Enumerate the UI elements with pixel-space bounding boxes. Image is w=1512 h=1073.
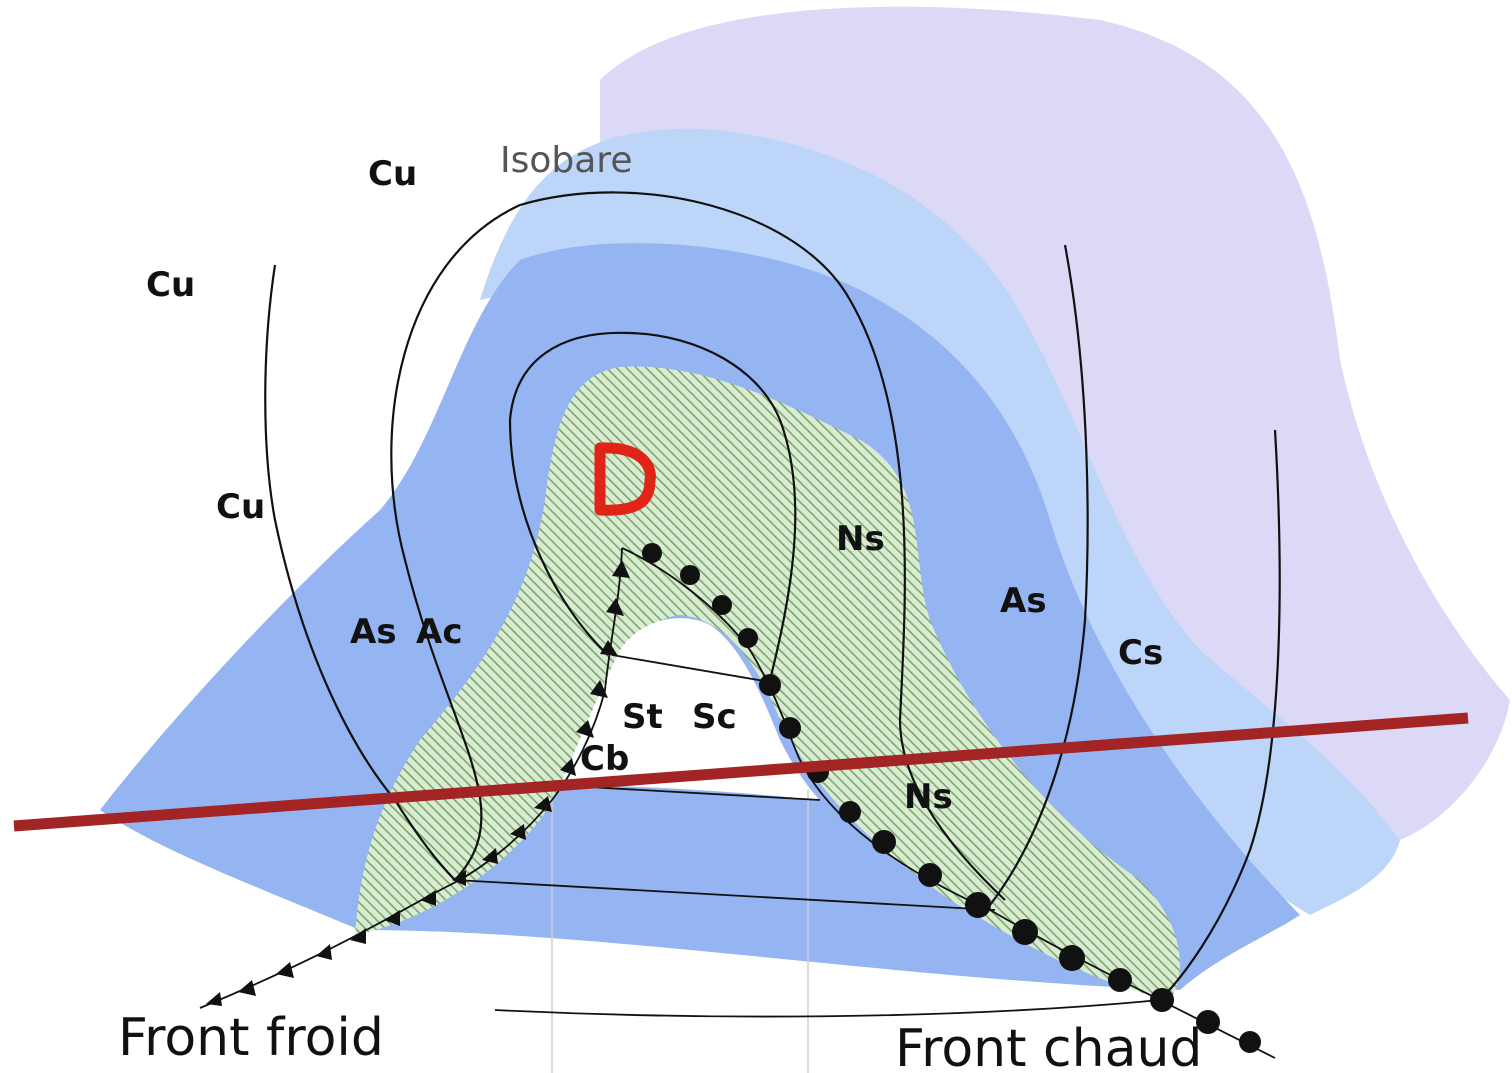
cold-front-triangles: [206, 560, 630, 1006]
altostratus-label-right: As: [1000, 581, 1047, 621]
cumulonimbus-label: Cb: [580, 739, 629, 779]
low-pressure-symbol: [594, 442, 656, 516]
stratus-label: St: [622, 697, 663, 737]
isobar-outer-left: [264, 264, 456, 881]
cirrostratus-light-zone: [480, 128, 1400, 915]
warm-sector: [560, 618, 820, 800]
cumulus-label-left: Cu: [146, 265, 195, 305]
nimbostratus-label-upper: Ns: [836, 519, 885, 559]
cumulus-label-top: Cu: [368, 154, 417, 194]
altocumulus-label: Ac: [416, 612, 462, 652]
warm-sector-line-top: [611, 654, 771, 683]
isobar-right-1: [989, 244, 1089, 906]
isobar-loop-large: [390, 191, 1006, 901]
cold-front-line: [199, 547, 623, 1009]
cumulus-label-mid: Cu: [216, 487, 265, 527]
cold-front-label: Front froid: [118, 1008, 384, 1068]
isobar-right-2: [1159, 429, 1281, 1001]
warm-sector-line-bottom: [494, 999, 1161, 1018]
warm-sector-line-low: [454, 879, 996, 911]
warm-front-label: Front chaud: [895, 1019, 1202, 1073]
altostratus-label-left: As: [350, 612, 397, 652]
cross-section-line: [13, 712, 1469, 832]
cirrostratus-label: Cs: [1118, 633, 1163, 673]
nimbostratus-label-lower: Ns: [904, 777, 953, 817]
isobare-label: Isobare: [500, 140, 632, 181]
warm-front-semicircles: [642, 543, 1261, 1053]
isobar-loop-inner: [508, 331, 797, 681]
stratocumulus-label: Sc: [692, 697, 737, 737]
